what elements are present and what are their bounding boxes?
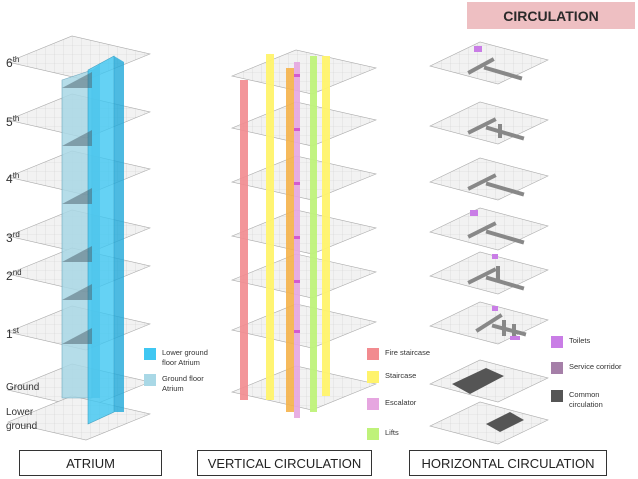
caption-atrium: ATRIUM (19, 450, 162, 476)
floor-label-4th: 4th (6, 171, 20, 186)
escalator-swatch (367, 398, 379, 410)
legend-label: Lower ground floor Atrium (162, 348, 208, 367)
legend-label: Escalator (385, 398, 417, 407)
toilets-swatch (551, 336, 563, 348)
vertical-cores (240, 54, 330, 418)
fire-staircase-swatch (367, 348, 379, 360)
floor-label-2nd: 2nd (6, 268, 22, 283)
page-title: CIRCULATION (467, 2, 635, 29)
vertical-floor-plates (230, 49, 378, 411)
atrium-volume (61, 55, 124, 425)
floor-label-6th: 6th (6, 55, 20, 70)
legend-label: Common circulation (569, 390, 603, 409)
horizontal-circulation-paths (467, 57, 527, 338)
legend-label: Staircase (385, 371, 417, 380)
legend-staircase: Staircase (367, 371, 416, 383)
legend-fire-staircase: Fire staircase (367, 348, 430, 360)
lifts-swatch (367, 428, 379, 440)
common-circulation-marks (452, 368, 524, 432)
legend-label: Ground floor Atrium (162, 374, 204, 393)
legend-service-corridor: Service corridor (551, 362, 622, 374)
legend-lifts: Lifts (367, 428, 399, 440)
legend-common-circulation: Common circulation (551, 390, 633, 410)
ground-atrium-swatch (144, 374, 156, 386)
service-corridor-swatch (551, 362, 563, 374)
legend-escalator: Escalator (367, 398, 416, 410)
legend-ground-atrium: Ground floor Atrium (144, 374, 224, 394)
horizontal-floor-plates (429, 41, 549, 445)
legend-label: Lifts (385, 428, 399, 437)
common-circulation-swatch (551, 390, 563, 402)
floor-label-ground: Ground (6, 382, 40, 393)
toilet-marks (470, 46, 520, 340)
legend-toilets: Toilets (551, 336, 590, 348)
floor-label-3rd: 3rd (6, 230, 20, 245)
caption-vertical-circulation: VERTICAL CIRCULATION (197, 450, 372, 476)
caption-horizontal-circulation: HORIZONTAL CIRCULATION (409, 450, 607, 476)
floor-label-5th: 5th (6, 114, 20, 129)
legend-label: Service corridor (569, 362, 622, 371)
staircase-swatch (367, 371, 379, 383)
legend-label: Fire staircase (385, 348, 431, 357)
floor-label-1st: 1st (6, 326, 19, 341)
lower-ground-atrium-swatch (144, 348, 156, 360)
legend-lower-ground-atrium: Lower ground floor Atrium (144, 348, 224, 368)
legend-label: Toilets (569, 336, 591, 345)
